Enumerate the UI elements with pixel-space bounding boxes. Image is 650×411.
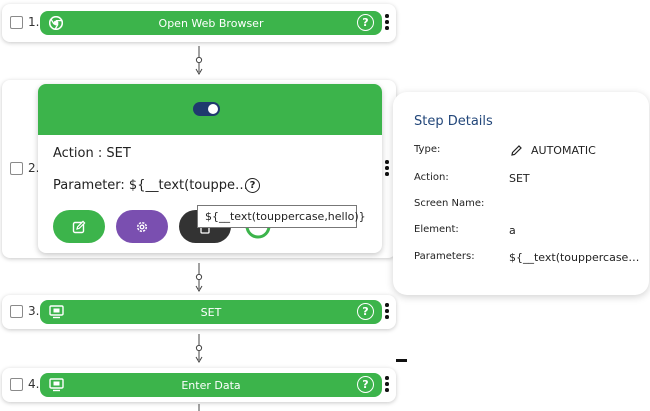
step-1-pill[interactable]: Open Web Browser ? bbox=[40, 11, 382, 35]
pencil-icon bbox=[511, 145, 522, 156]
edit-button[interactable] bbox=[53, 210, 105, 243]
details-parameters-value: ${__text(touppercase… bbox=[509, 251, 640, 264]
edit-icon bbox=[72, 220, 86, 233]
monitor-icon bbox=[48, 377, 64, 393]
help-icon[interactable]: ? bbox=[245, 178, 260, 193]
step-3-number: 3. bbox=[28, 304, 40, 318]
step-4-label: Enter Data bbox=[181, 378, 241, 392]
step-3-label: SET bbox=[200, 305, 222, 319]
details-type-label: Type: bbox=[414, 144, 441, 155]
details-parameters-label: Parameters: bbox=[414, 251, 475, 262]
step-row-3: 3. SET ? bbox=[2, 295, 396, 329]
step-2-checkbox[interactable] bbox=[10, 162, 23, 175]
connector-arrow-icon bbox=[195, 46, 203, 75]
help-icon[interactable]: ? bbox=[357, 303, 374, 320]
step-3-checkbox[interactable] bbox=[10, 305, 23, 318]
step-4-menu-icon[interactable] bbox=[385, 376, 389, 392]
step-1-number: 1. bbox=[28, 15, 40, 29]
step-row-1: 1. Open Web Browser ? bbox=[2, 4, 396, 42]
help-icon[interactable]: ? bbox=[357, 14, 374, 31]
parameter-tooltip: ${__text(touppercase,hello)} bbox=[197, 205, 366, 228]
details-element-value: a bbox=[509, 224, 516, 237]
step-4-number: 4. bbox=[28, 377, 40, 391]
chrome-icon bbox=[48, 15, 64, 31]
step-3-pill[interactable]: SET ? bbox=[40, 300, 382, 324]
step-3-menu-icon[interactable] bbox=[385, 303, 389, 319]
step-2-action: Action : SET bbox=[53, 146, 131, 161]
connector-arrow-icon bbox=[195, 263, 203, 292]
step-4-pill[interactable]: Enter Data ? bbox=[40, 373, 382, 397]
monitor-icon bbox=[48, 304, 64, 320]
connector-line-icon bbox=[198, 404, 200, 411]
step-1-label: Open Web Browser bbox=[158, 16, 264, 30]
details-type-value: AUTOMATIC bbox=[531, 144, 596, 157]
settings-button[interactable] bbox=[116, 210, 168, 243]
step-2-number: 2. bbox=[28, 161, 40, 175]
details-screen-name-label: Screen Name: bbox=[414, 198, 485, 209]
step-4-checkbox[interactable] bbox=[10, 378, 23, 391]
step-1-menu-icon[interactable] bbox=[385, 14, 389, 30]
divider-dash bbox=[396, 359, 407, 362]
help-icon[interactable]: ? bbox=[357, 376, 374, 393]
details-title: Step Details bbox=[414, 114, 493, 129]
details-action-value: SET bbox=[509, 172, 530, 185]
step-row-4: 4. Enter Data ? bbox=[2, 368, 396, 402]
step-1-checkbox[interactable] bbox=[10, 16, 23, 29]
gear-icon bbox=[136, 221, 148, 232]
step-details-panel: Step Details Type: AUTOMATIC Action: SET… bbox=[393, 92, 649, 295]
step-2-menu-icon[interactable] bbox=[385, 160, 389, 176]
toggle-icon[interactable] bbox=[193, 102, 220, 116]
details-element-label: Element: bbox=[414, 224, 459, 235]
step-2-parameter: Parameter: ${__text(touppe… bbox=[53, 178, 248, 193]
connector-arrow-icon bbox=[195, 334, 203, 363]
details-action-label: Action: bbox=[414, 172, 449, 183]
step-2-header bbox=[38, 84, 382, 135]
